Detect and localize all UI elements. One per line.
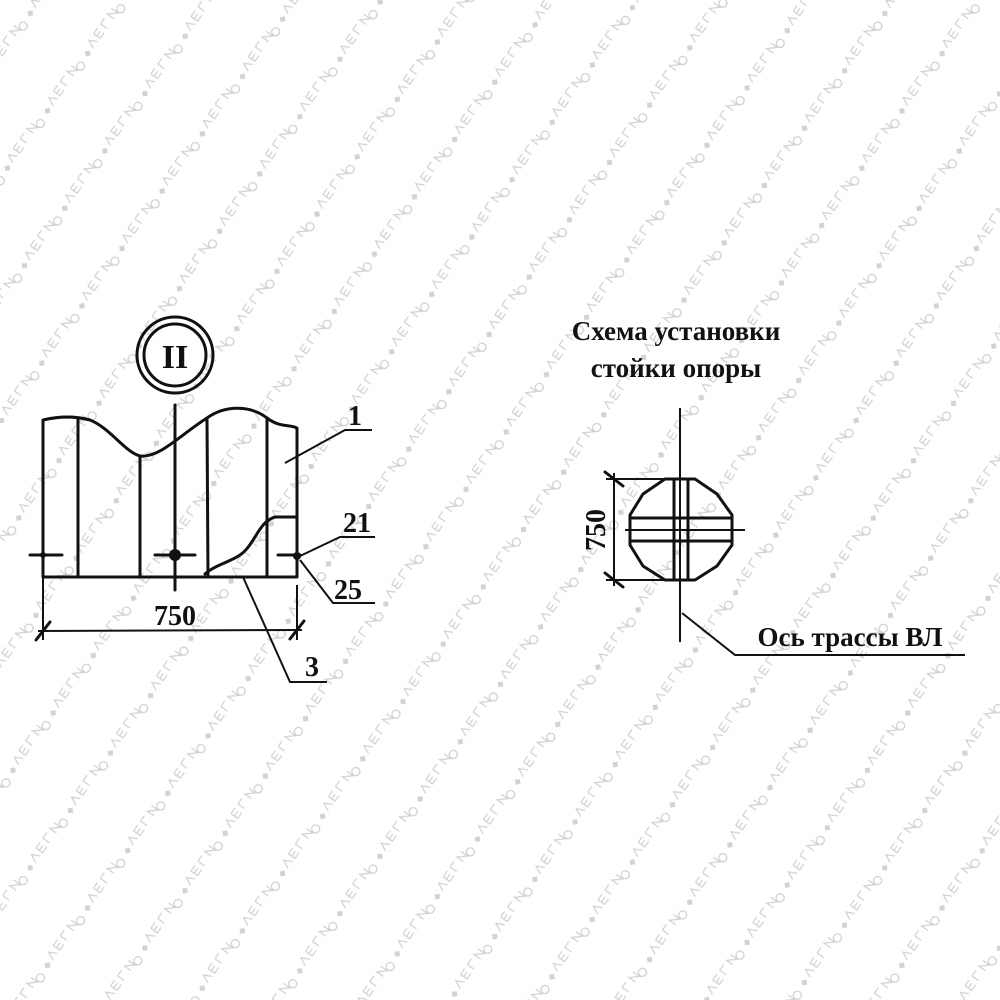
view-marker-label: II: [162, 339, 188, 376]
callout-leader-1: [284, 429, 372, 464]
callout-1: 1: [348, 401, 362, 432]
callout-leader-3: [242, 576, 327, 683]
callout-3: 3: [305, 652, 319, 683]
dimension-tick: [288, 619, 306, 641]
route-axis-label: Ось трассы ВЛ: [757, 622, 942, 652]
dimension-tick: [603, 470, 625, 488]
callout-25: 25: [334, 575, 362, 606]
dimension-label: 750: [154, 601, 196, 632]
view-ii: II 750 1 21 25 3: [28, 315, 375, 683]
callout-leader-21: [299, 536, 375, 557]
anchor-point-left: [40, 552, 46, 558]
axis-label-leader: [681, 612, 965, 656]
scheme-title-line2: стойки опоры: [591, 353, 761, 383]
dimension-label: 750: [581, 509, 612, 551]
block-joint: [205, 416, 210, 579]
post-section: [628, 477, 734, 582]
anchor-point: [169, 549, 181, 561]
dimension-tick: [34, 620, 52, 642]
view-marker-outer-circle: [135, 315, 215, 395]
scheme-title-line1: Схема установки: [572, 316, 781, 346]
installation-scheme: Схема установки стойки опоры 750 Ось тра…: [572, 316, 965, 656]
dimension-line: [37, 629, 303, 632]
view-marker-inner-circle: [142, 322, 208, 388]
cutaway-line: [203, 515, 299, 576]
callout-leader-25: [299, 559, 375, 604]
callout-21: 21: [343, 508, 371, 539]
anchor-point-right: [293, 552, 301, 560]
dimension-tick: [603, 571, 625, 589]
